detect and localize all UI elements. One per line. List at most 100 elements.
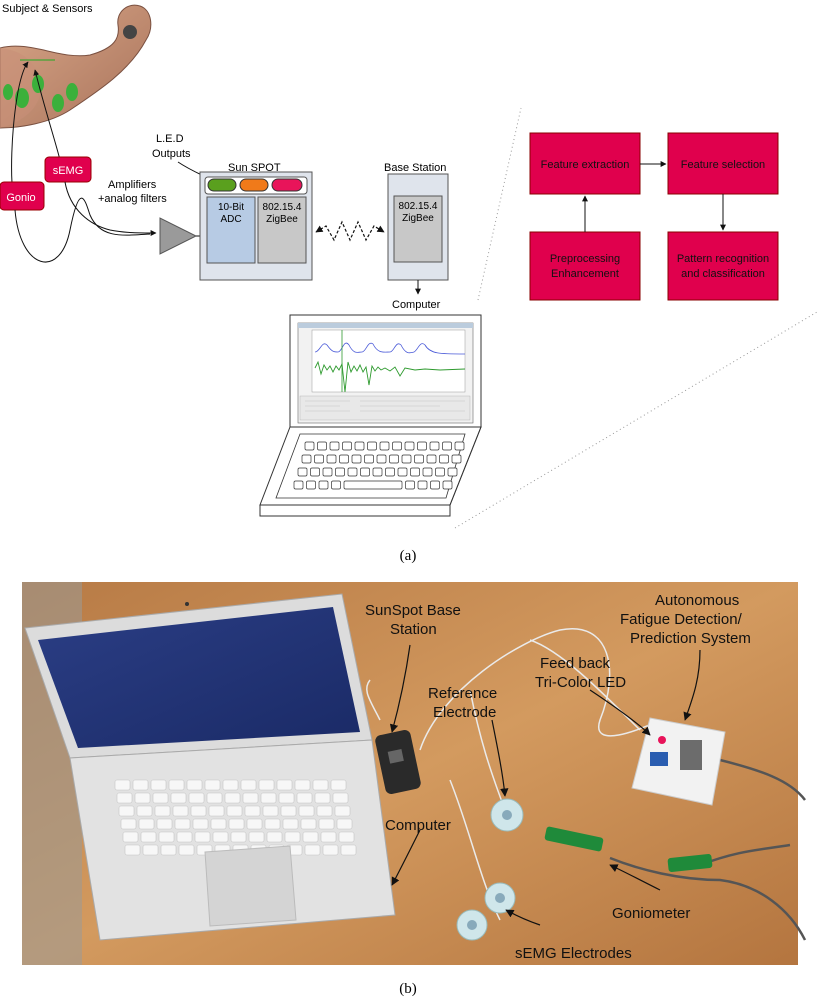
keyboard-key	[335, 467, 345, 477]
keyboard-key	[451, 454, 462, 464]
gonio-wire	[11, 61, 29, 184]
keyboard-key	[401, 454, 412, 464]
amplifiers-label: Amplifiers	[108, 179, 157, 191]
led-green	[207, 178, 237, 192]
keyboard-key	[430, 480, 440, 490]
photo-keyboard-key	[174, 818, 191, 830]
photo-keyboard-key	[330, 779, 347, 791]
photo-keyboard-key	[246, 818, 263, 830]
arm-illustration	[0, 4, 152, 129]
keyboard-key	[351, 454, 362, 464]
keyboard-key	[372, 467, 383, 477]
panel-b-photo: SunSpot Base Station Autonomous Fatigue …	[22, 582, 807, 997]
photo-keyboard-key	[312, 779, 329, 791]
photo-keyboard-key	[136, 805, 153, 817]
sunspot-device: Sun SPOT 10-Bit ADC 802.15.4 ZigBee	[199, 162, 313, 281]
preprocessing-box	[529, 231, 641, 301]
photo-keyboard-key	[208, 805, 225, 817]
caption-a: (a)	[400, 548, 417, 564]
photo-keyboard-key	[188, 792, 205, 804]
keyboard-key	[426, 454, 437, 464]
radio-label-line2: ZigBee	[266, 214, 298, 225]
gonio-signal-wave	[14, 197, 151, 263]
label-autonomous-line3: Prediction System	[630, 630, 751, 647]
panel-a-diagram: Subject & Sensors sEMG Gonio Amplifiers …	[0, 3, 817, 564]
keyboard-key	[454, 441, 465, 451]
photo-keyboard-key	[116, 792, 133, 804]
laptop-keyboard	[293, 441, 465, 490]
computer-label: Computer	[392, 299, 441, 311]
keyboard-key	[297, 467, 308, 477]
photo-keyboard-key	[154, 805, 171, 817]
photo-keyboard-key	[194, 831, 211, 843]
photo-fatigue-board	[631, 717, 726, 806]
label-feedback-line1: Feed back	[540, 655, 611, 672]
feature-selection-label: Feature selection	[681, 159, 765, 171]
photo-keyboard-key	[160, 844, 177, 856]
photo-keyboard-key	[190, 805, 207, 817]
laptop-screen-blue-signal	[314, 342, 466, 355]
photo-keyboard-key	[262, 805, 279, 817]
base-station-title: Base Station	[384, 162, 446, 174]
photo-keyboard-key	[336, 818, 353, 830]
radio-block	[257, 196, 307, 264]
photo-keyboard-key	[134, 792, 151, 804]
photo-keyboard-key	[122, 831, 139, 843]
photo-keyboard-key	[192, 818, 209, 830]
preprocessing-label-line2: Enhancement	[551, 268, 619, 280]
photo-reference-electrode	[490, 798, 524, 832]
keyboard-key	[360, 467, 370, 477]
keyboard-key	[410, 467, 420, 477]
zoom-line-top	[477, 107, 522, 301]
photo-keyboard-key	[316, 805, 333, 817]
label-autonomous-line2: Fatigue Detection/	[620, 611, 743, 628]
photo-keyboard-key	[302, 831, 319, 843]
keyboard-key	[293, 480, 304, 490]
photo-keyboard-key	[168, 779, 185, 791]
laptop-illustration	[259, 314, 482, 517]
keyboard-key	[347, 467, 358, 477]
processing-pipeline: Feature extraction Feature selection Pre…	[529, 132, 779, 301]
keyboard-key	[322, 467, 333, 477]
photo-keyboard-key	[172, 805, 189, 817]
keyboard-key	[397, 467, 408, 477]
photo-keyboard-key	[228, 818, 245, 830]
photo-keyboard-key	[264, 818, 281, 830]
adc-block	[206, 196, 256, 264]
semg-signal-wave	[64, 181, 157, 236]
photo-keyboard-key	[210, 818, 227, 830]
feature-selection-box	[667, 132, 779, 195]
photo-keyboard-key	[132, 779, 149, 791]
semg-tag: sEMG	[44, 156, 92, 183]
label-computer: Computer	[385, 817, 451, 834]
photo-keyboard-key	[332, 792, 349, 804]
photo-semg-electrodes	[456, 882, 516, 941]
keyboard-key	[439, 454, 449, 464]
keyboard-key	[422, 467, 433, 477]
label-feedback-line2: Tri-Color LED	[535, 674, 626, 691]
caption-b: (b)	[399, 981, 417, 997]
photo-keyboard-key	[142, 844, 159, 856]
feature-extraction-label: Feature extraction	[541, 159, 630, 171]
photo-keyboard-key	[204, 779, 221, 791]
laptop-screen-green-signal	[314, 360, 466, 393]
keyboard-key	[343, 480, 403, 490]
photo-keyboard-key	[140, 831, 157, 843]
photo-keyboard-key	[338, 831, 355, 843]
photo-base-station	[375, 730, 421, 794]
keyboard-key	[447, 467, 458, 477]
sunspot-title: Sun SPOT	[228, 162, 281, 174]
photo-keyboard-key	[280, 805, 297, 817]
base-radio-line2: ZigBee	[402, 213, 434, 224]
photo-keyboard-key	[318, 818, 335, 830]
photo-keyboard-key	[212, 831, 229, 843]
keyboard-key	[317, 441, 327, 451]
photo-keyboard-key	[170, 792, 187, 804]
label-sunspot-base-line2: Station	[390, 621, 437, 638]
photo-keyboard-key	[224, 792, 241, 804]
led-label-line1: L.E.D	[156, 133, 184, 145]
pattern-recognition-label-line2: and classification	[681, 268, 765, 280]
photo-keyboard-key	[156, 818, 173, 830]
keyboard-key	[435, 467, 445, 477]
keyboard-key	[304, 441, 315, 451]
